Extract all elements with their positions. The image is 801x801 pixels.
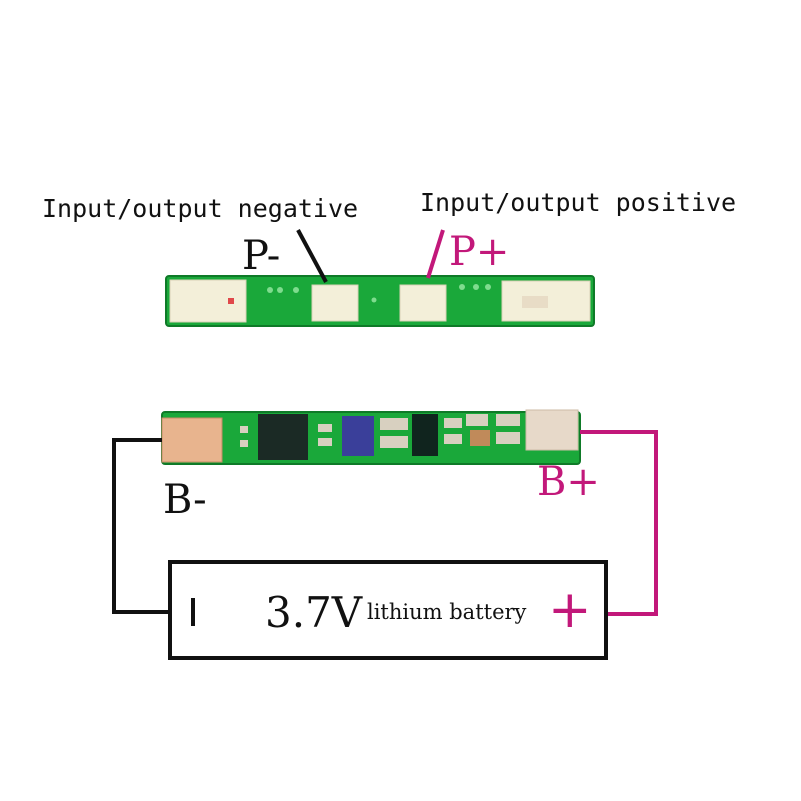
label-b-negative: B- <box>163 477 207 523</box>
resistor <box>470 430 490 446</box>
label-io-positive: Input/output positive <box>420 188 737 217</box>
battery-voltage: 3.7V <box>265 588 363 637</box>
chip-small <box>412 414 438 456</box>
pad-dot <box>228 298 234 304</box>
label-p-negative: P- <box>242 233 281 279</box>
pad-p-positive <box>399 284 447 322</box>
chip-ic <box>258 414 308 460</box>
pad-p-negative <box>311 284 359 322</box>
pointer-p-positive <box>426 229 445 279</box>
label-p-positive: P+ <box>449 229 510 275</box>
label-io-negative: Input/output negative <box>42 194 359 223</box>
pointer-p-negative <box>296 229 328 283</box>
battery-plus-symbol: + <box>548 580 592 640</box>
pcb-bottom-board <box>161 409 581 465</box>
pcb-top-board <box>165 275 595 327</box>
label-b-positive: B+ <box>537 459 600 505</box>
wire-positive <box>580 430 658 616</box>
pad-mark <box>522 296 548 308</box>
chip-mosfet <box>342 416 374 456</box>
wire-negative <box>112 438 170 614</box>
pad-top-left <box>169 279 247 323</box>
pad-b-positive <box>525 409 579 451</box>
battery-body <box>168 560 608 660</box>
battery-name: lithium battery <box>367 600 527 624</box>
pad-b-negative <box>161 417 223 463</box>
